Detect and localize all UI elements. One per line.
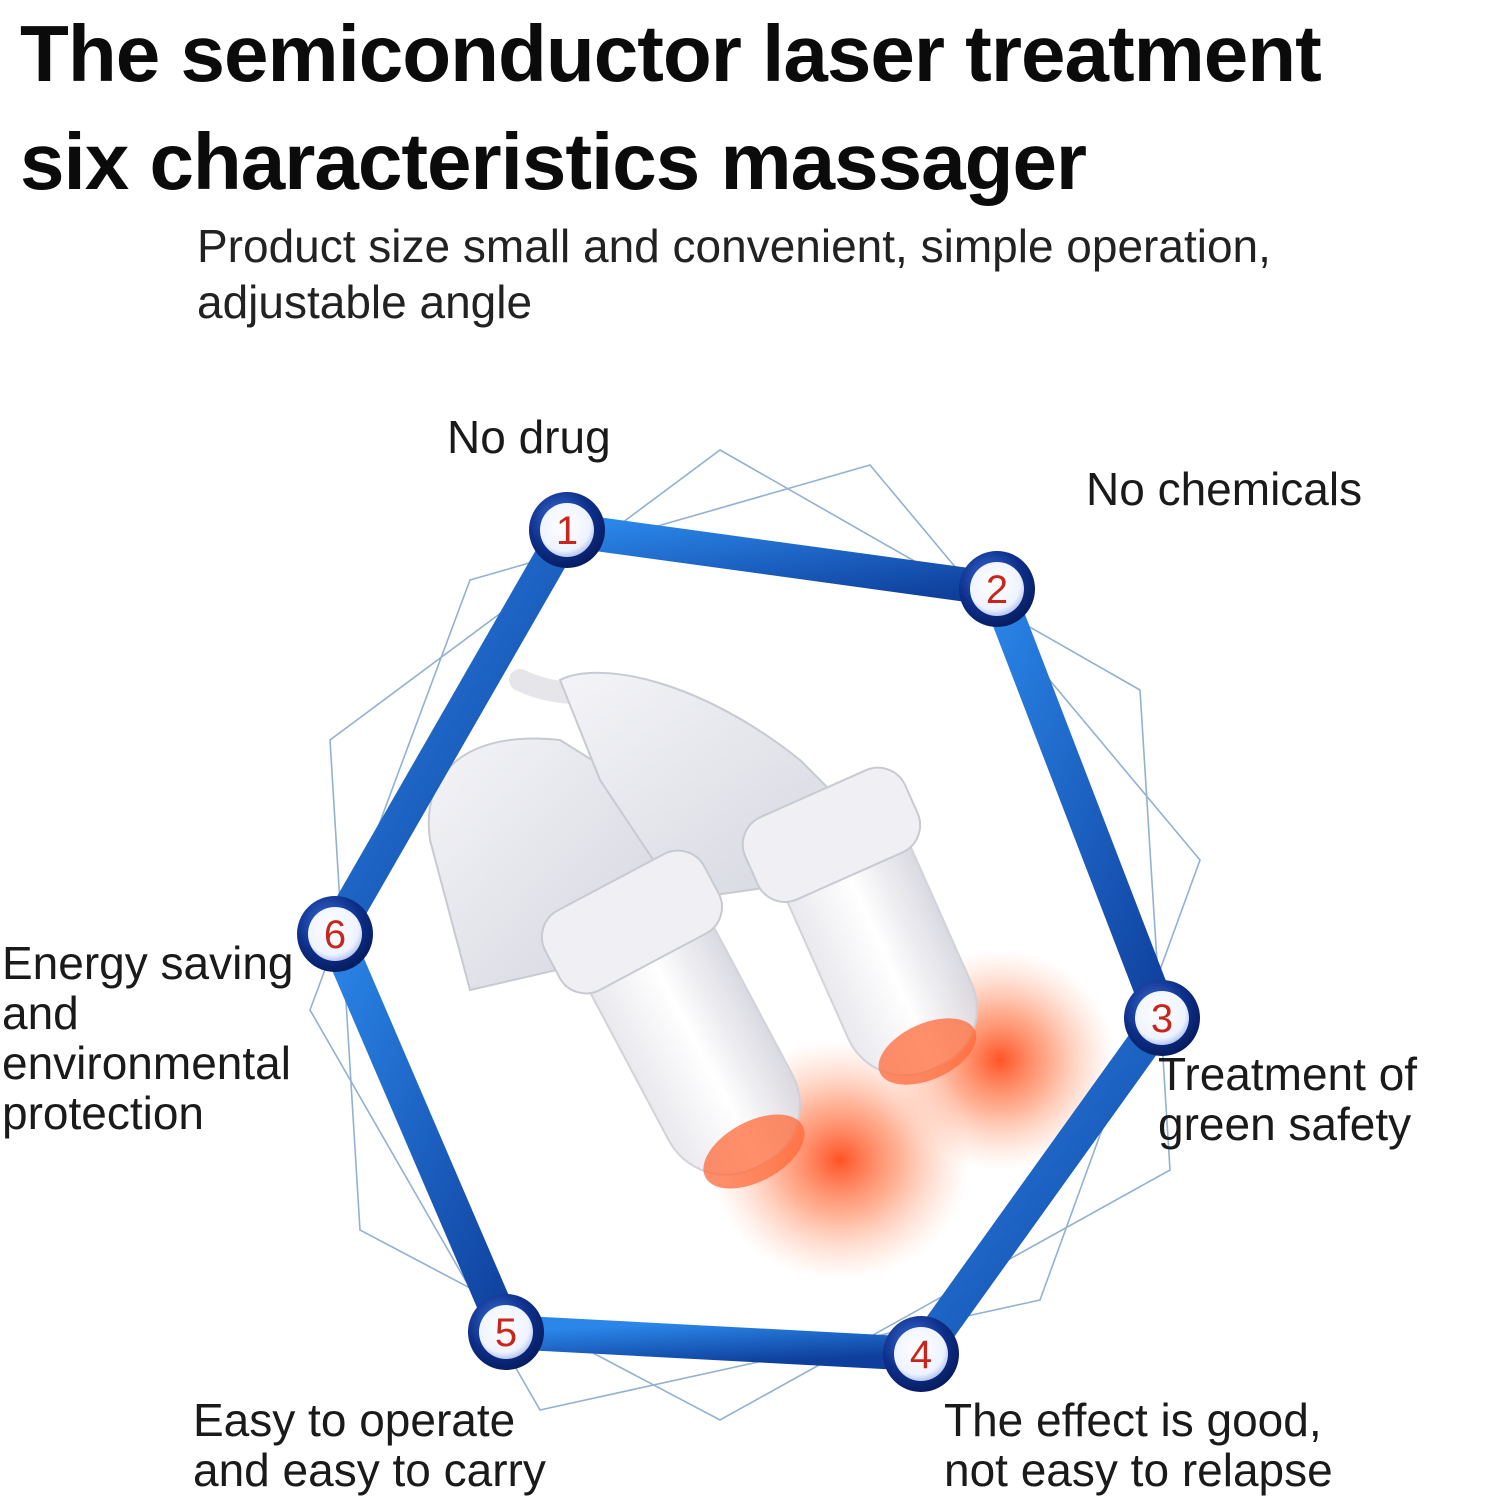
feature-4-line-2: not easy to relapse bbox=[944, 1444, 1333, 1496]
feature-4-line-1: The effect is good, bbox=[944, 1394, 1322, 1446]
edge-2-3 bbox=[981, 582, 1178, 1025]
title-line-1: The semiconductor laser treatment bbox=[20, 9, 1322, 98]
laser-massager-device-illustration bbox=[427, 669, 1115, 1280]
feature-6-line-2: and bbox=[2, 987, 79, 1039]
node-number-3: 3 bbox=[1151, 997, 1173, 1041]
title-line-2: six characteristics massager bbox=[20, 117, 1087, 206]
node-5: 5 bbox=[468, 1294, 544, 1370]
page-subtitle: Product size small and convenient, simpl… bbox=[197, 218, 1447, 330]
page-title: The semiconductor laser treatment six ch… bbox=[20, 0, 1490, 216]
node-1: 1 bbox=[529, 492, 605, 568]
outline-hexagon-1 bbox=[329, 449, 1171, 1421]
feature-3-line-2: green safety bbox=[1158, 1098, 1412, 1150]
feature-label-1: No drug bbox=[447, 412, 611, 462]
feature-label-2: No chemicals bbox=[1086, 464, 1362, 514]
edge-4-5 bbox=[505, 1315, 922, 1371]
subtitle-line-2: adjustable angle bbox=[197, 276, 533, 328]
feature-label-3: Treatment of green safety bbox=[1158, 1049, 1417, 1149]
laser-tube-left bbox=[540, 849, 805, 1189]
feature-6-line-3: environmental bbox=[2, 1037, 291, 1089]
node-number-5: 5 bbox=[495, 1311, 517, 1355]
node-4: 4 bbox=[883, 1316, 959, 1392]
edge-3-4 bbox=[907, 1008, 1176, 1364]
laser-tube-right bbox=[741, 766, 978, 1085]
feature-label-6: Energy saving and environmental protecti… bbox=[2, 938, 294, 1138]
edge-1-2 bbox=[564, 513, 1000, 606]
node-3: 3 bbox=[1124, 980, 1200, 1056]
node-number-1: 1 bbox=[556, 509, 578, 553]
feature-6-line-4: protection bbox=[2, 1087, 205, 1139]
edge-6-1 bbox=[320, 521, 582, 943]
feature-6-line-1: Energy saving bbox=[2, 937, 294, 989]
feature-5-line-2: and easy to carry bbox=[193, 1444, 546, 1496]
node-number-2: 2 bbox=[986, 568, 1008, 612]
feature-3-line-1: Treatment of bbox=[1158, 1048, 1418, 1100]
feature-5-line-1: Easy to operate bbox=[193, 1394, 516, 1446]
feature-2-line-1: No chemicals bbox=[1086, 463, 1363, 515]
subtitle-line-1: Product size small and convenient, simpl… bbox=[197, 220, 1271, 272]
feature-1-line-1: No drug bbox=[447, 411, 611, 463]
node-number-6: 6 bbox=[324, 913, 346, 957]
node-number-4: 4 bbox=[910, 1333, 932, 1377]
feature-label-4: The effect is good, not easy to relapse bbox=[944, 1395, 1333, 1495]
hexagon-frame bbox=[319, 513, 1178, 1371]
outline-hexagon-2 bbox=[309, 464, 1201, 1411]
node-6: 6 bbox=[297, 896, 373, 972]
feature-label-5: Easy to operate and easy to carry bbox=[193, 1395, 546, 1495]
node-2: 2 bbox=[959, 551, 1035, 627]
edge-5-6 bbox=[319, 927, 522, 1339]
decorative-hexagon-outlines bbox=[309, 449, 1201, 1421]
